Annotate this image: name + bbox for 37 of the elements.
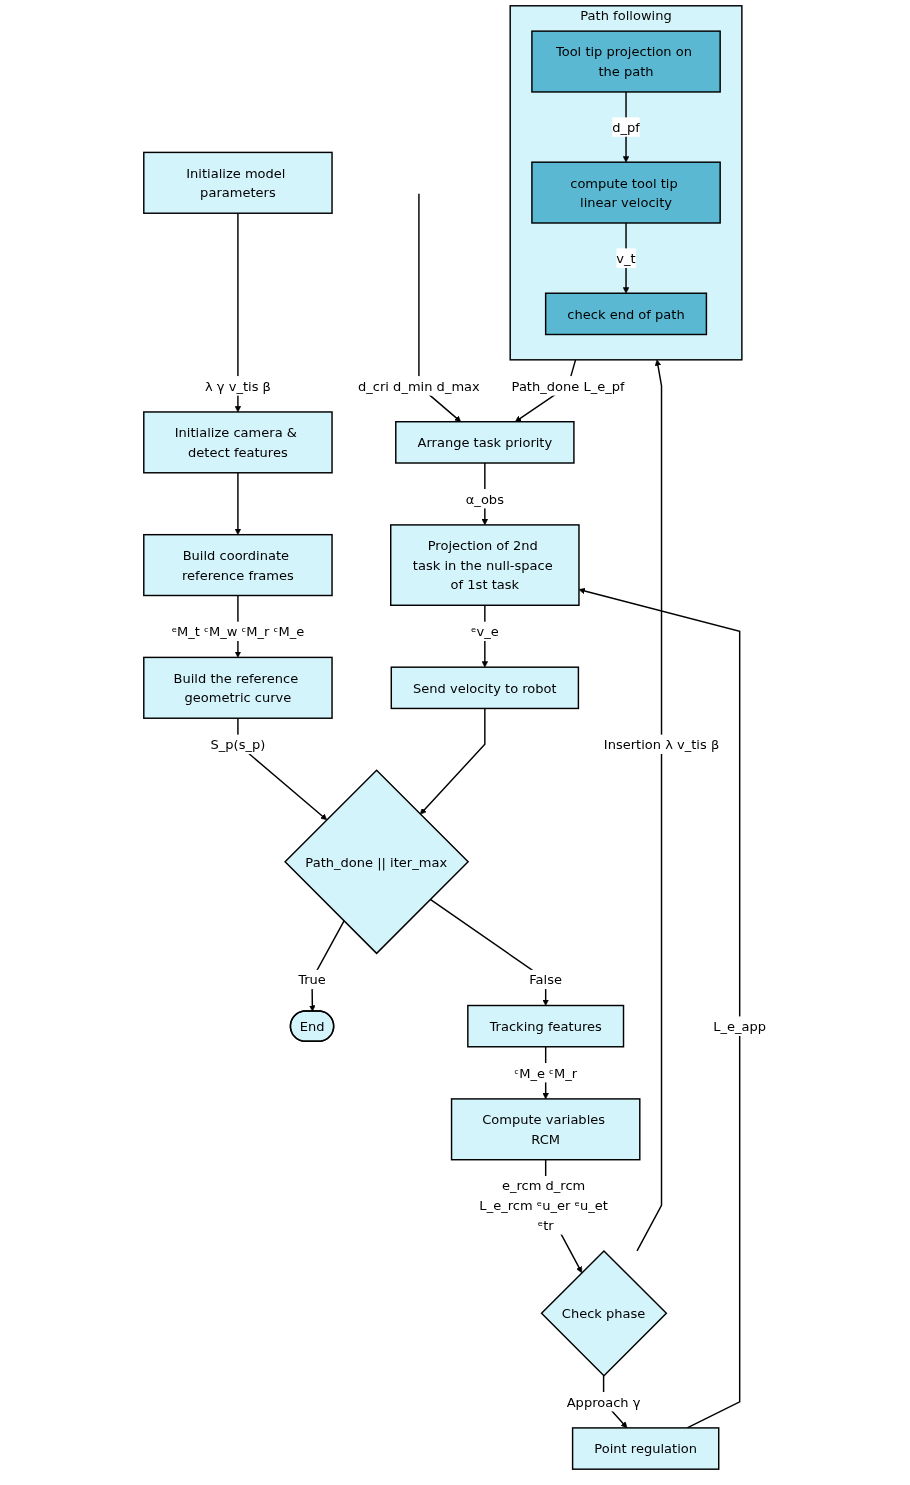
node-box: check end of path xyxy=(544,292,708,336)
arrow xyxy=(418,192,462,423)
node-diamond: Path_done || iter_max xyxy=(284,769,470,955)
node-box: Tracking features xyxy=(467,1004,625,1048)
node-box: Initialize camera & detect features xyxy=(143,411,333,474)
node-box: Build coordinate reference frames xyxy=(143,533,333,597)
edge-label: Insertion λ v_tis β xyxy=(603,736,720,752)
edge-label: λ γ v_tis β xyxy=(205,378,271,394)
edge-label: e_rcm d_rcm L_e_rcm ᵉu_er ᵉu_et ᵉtr xyxy=(479,1178,608,1233)
edge-label: α_obs xyxy=(465,491,504,507)
arrow xyxy=(234,472,242,535)
edge-label: False xyxy=(529,971,563,988)
edge-label: Approach γ xyxy=(566,1394,641,1410)
node-box: compute tool tip linear velocity xyxy=(531,161,721,224)
node-box: Arrange task priority xyxy=(395,421,575,464)
edge-label: d_cri d_min d_max xyxy=(358,378,480,394)
edge-label: S_p(s_p) xyxy=(210,736,266,752)
edge-label: ᶜM_e ᶜM_r xyxy=(514,1065,578,1081)
node-box: Build the reference geometric curve xyxy=(143,656,333,719)
node-diamond: Check phase xyxy=(540,1249,668,1377)
node-box: Tool tip projection on the path xyxy=(531,30,721,93)
arrow xyxy=(419,707,486,815)
edge-label: v_t xyxy=(616,250,636,266)
node-box: Initialize model parameters xyxy=(143,151,333,214)
edge-label: ᵉM_t ᶜM_w ᶜM_r ᶜM_e xyxy=(171,623,305,639)
edge-label: L_e_app xyxy=(713,1018,767,1034)
arrow xyxy=(234,212,242,413)
edge-label: True xyxy=(298,971,326,988)
node-box: Projection of 2nd task in the null-space of 1st task xyxy=(390,524,580,606)
node-box: Point regulation xyxy=(571,1427,720,1470)
edge-label: Path_done L_e_pf xyxy=(511,378,625,394)
node-box: Send velocity to robot xyxy=(390,666,580,710)
edge-label: d_pf xyxy=(612,119,640,135)
node-box: Compute variables RCM xyxy=(450,1098,641,1161)
arrow xyxy=(622,222,630,294)
arrow xyxy=(636,359,663,1252)
edge-label: ᵉv_e xyxy=(471,623,499,639)
